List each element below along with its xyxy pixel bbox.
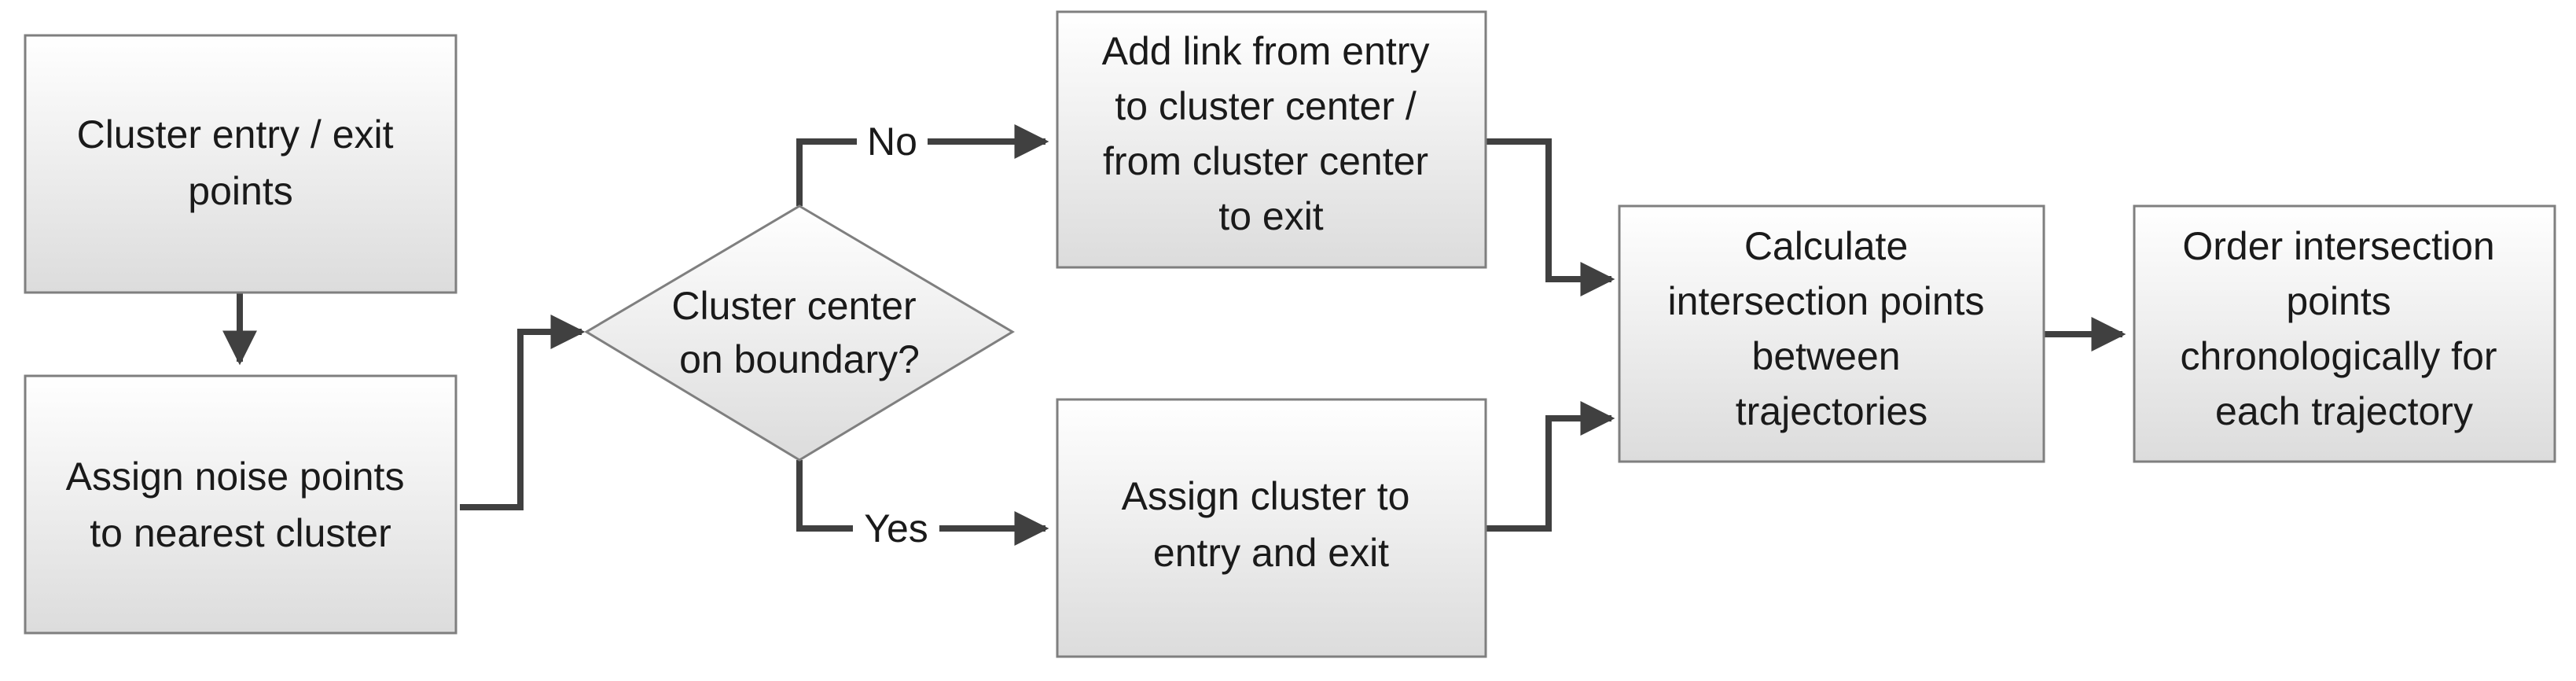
node-calc-intersection: Calculate intersection points between tr… <box>1618 204 2045 463</box>
edge-addlink-to-calc <box>1486 138 1615 296</box>
node-assign-cluster: Assign cluster to entry and exit <box>1056 398 1487 658</box>
yes-label-bg <box>853 503 939 554</box>
edge-labels: No Yes <box>853 116 939 554</box>
node-cluster-entry-exit: Cluster entry / exit points <box>24 34 458 294</box>
node-cluster-entry-exit-text: Cluster entry / exit points <box>77 112 405 213</box>
edge-noise-to-decision <box>460 315 586 510</box>
edge-decision-to-assigncluster <box>796 460 1049 546</box>
edge-decision-to-addlink <box>796 124 1049 206</box>
node-assign-noise-text: Assign noise points to nearest cluster <box>66 455 416 555</box>
no-label: No <box>867 120 917 164</box>
node-assign-cluster-text: Assign cluster to entry and exit <box>1122 474 1421 575</box>
node-add-link-text: Add link from entry to cluster center / … <box>1102 29 1441 238</box>
node-order-intersection-text: Order intersection points chronologicall… <box>2181 224 2508 433</box>
no-label-bg <box>857 116 928 167</box>
node-add-link: Add link from entry to cluster center / … <box>1056 10 1487 269</box>
node-decision-boundary-text: Cluster center on boundary? <box>671 284 927 381</box>
edges <box>222 124 2126 546</box>
node-decision-boundary: Cluster center on boundary? <box>584 204 1015 462</box>
edge-assigncluster-to-calc <box>1486 401 1615 532</box>
node-order-intersection: Order intersection points chronologicall… <box>2133 204 2556 463</box>
node-calc-intersection-text: Calculate intersection points between tr… <box>1668 224 1996 433</box>
yes-label: Yes <box>864 506 928 550</box>
node-assign-noise: Assign noise points to nearest cluster <box>24 374 458 635</box>
